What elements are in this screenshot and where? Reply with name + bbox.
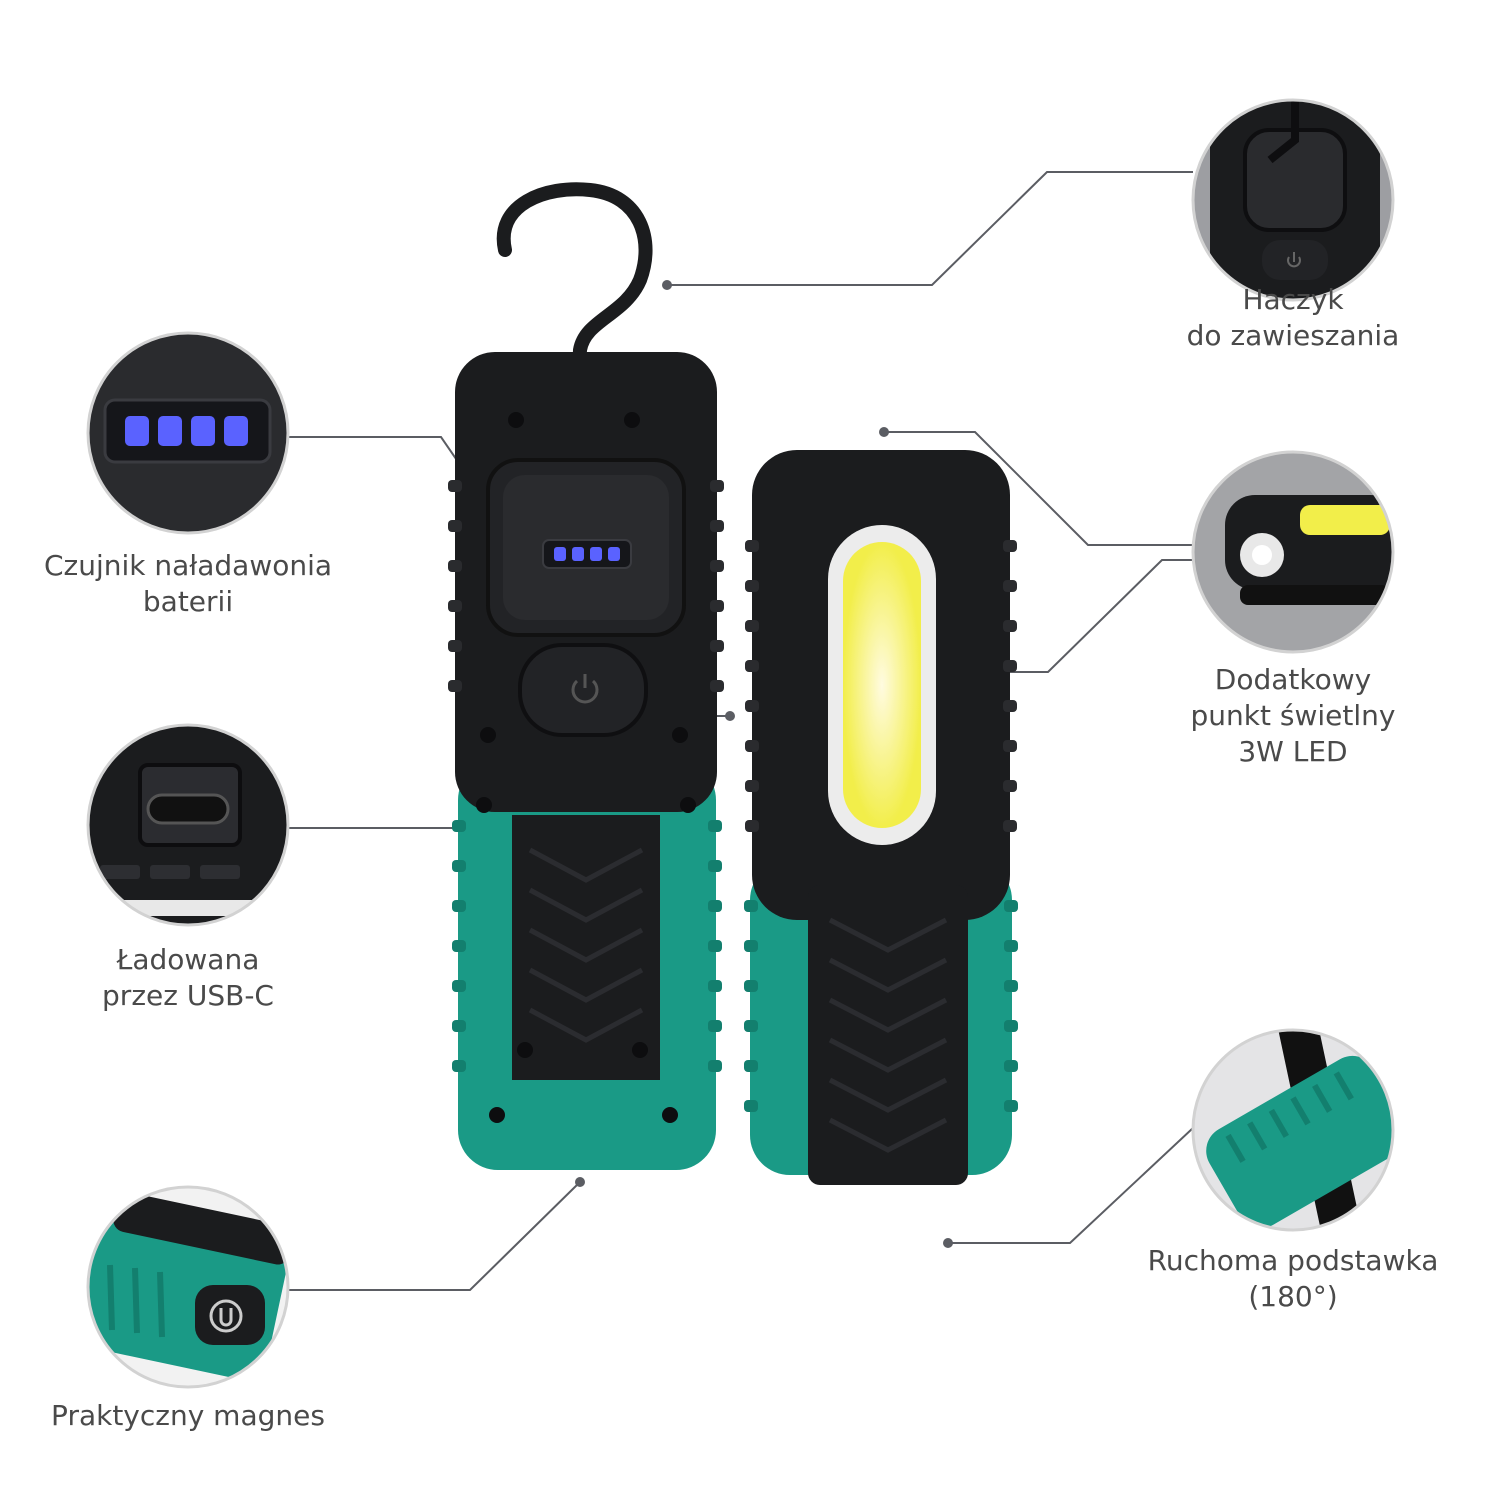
battery-detail-circle <box>86 331 290 535</box>
lamp-front <box>744 450 1018 1185</box>
battery-indicator <box>542 539 632 569</box>
stand-detail-circle <box>1191 1028 1395 1232</box>
power-icon <box>571 674 599 704</box>
label-extra-light: Dodatkowy punkt świetlny 3W LED <box>1190 663 1396 768</box>
extra-light-callout-line <box>884 431 1193 546</box>
stand-callout-line <box>948 1127 1194 1244</box>
hook-detail-circle <box>1191 98 1395 302</box>
magnet-callout-line <box>288 1181 581 1291</box>
lamp-back <box>448 182 724 1170</box>
label-magnet: Praktyczny magnes <box>51 1399 325 1432</box>
magnet-icon <box>209 1299 243 1333</box>
hook-callout-line <box>667 171 1193 286</box>
power-button <box>518 643 648 737</box>
extra-light-detail-circle <box>1191 450 1395 654</box>
usb-c-port-icon <box>146 793 230 825</box>
label-battery: Czujnik naładawonia baterii <box>43 549 333 618</box>
callout-lines <box>288 171 1194 1291</box>
hook-icon <box>496 182 653 397</box>
label-hook: Haczyk do zawieszania <box>1186 283 1400 352</box>
label-usbc: Ładowana przez USB-C <box>102 943 274 1012</box>
label-stand: Ruchoma podstawka (180°) <box>1147 1244 1439 1313</box>
magnet-detail-circle <box>86 1185 290 1389</box>
usbc-detail-circle <box>86 723 290 927</box>
